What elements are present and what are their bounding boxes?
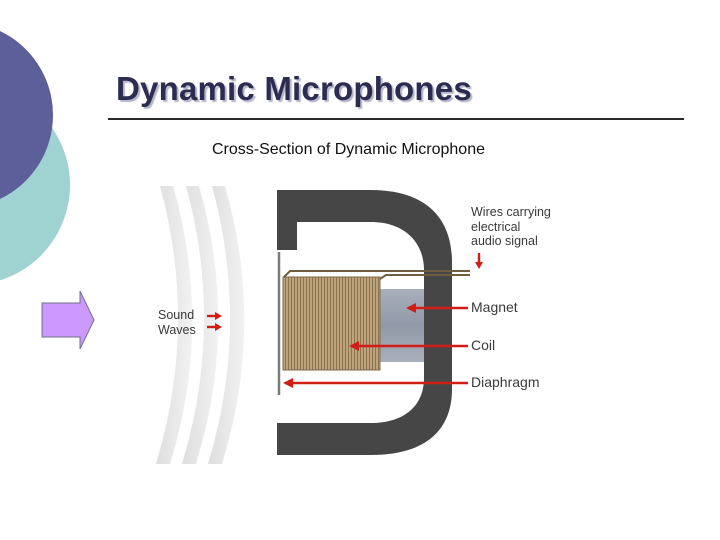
wires-label: Wires carrying electrical audio signal <box>471 205 551 249</box>
microphone-housing <box>277 190 452 455</box>
diaphragm-arrow-head <box>283 378 293 388</box>
purple-circle <box>0 31 53 199</box>
wires-arrow-head <box>475 262 483 269</box>
wires-label-line-3: audio signal <box>471 234 538 248</box>
wire-lower <box>379 274 470 280</box>
magnet-label: Magnet <box>471 299 518 315</box>
wires-label-line-2: electrical <box>471 219 521 234</box>
magnet-arrow-head <box>406 303 416 313</box>
title-underline <box>108 118 684 120</box>
sound-arrow-2-head <box>215 323 222 331</box>
sound-wave-3 <box>208 186 245 464</box>
diaphragm-label: Diaphragm <box>471 374 540 390</box>
wire-upper <box>283 270 470 278</box>
sound-waves-label-line-1: Sound <box>158 308 195 322</box>
coil <box>282 276 381 371</box>
sound-wave-shapes <box>156 186 245 464</box>
magnet <box>380 289 424 362</box>
pointer-arrows <box>207 253 483 388</box>
sound-wave-1 <box>156 186 193 464</box>
next-arrow-icon[interactable] <box>41 290 95 350</box>
sound-arrow-1-head <box>215 312 222 320</box>
sound-waves-label: Sound Waves <box>158 308 196 337</box>
diagram-title: Cross-Section of Dynamic Microphone <box>212 141 485 158</box>
sound-waves-label-line-2: Waves <box>158 322 196 337</box>
sound-wave-2 <box>182 186 219 464</box>
coil-label: Coil <box>471 337 496 353</box>
slide-title: Dynamic Microphones <box>116 70 472 107</box>
coil-arrow-head <box>349 341 359 351</box>
wires-label-line-1: Wires carrying <box>471 205 551 219</box>
